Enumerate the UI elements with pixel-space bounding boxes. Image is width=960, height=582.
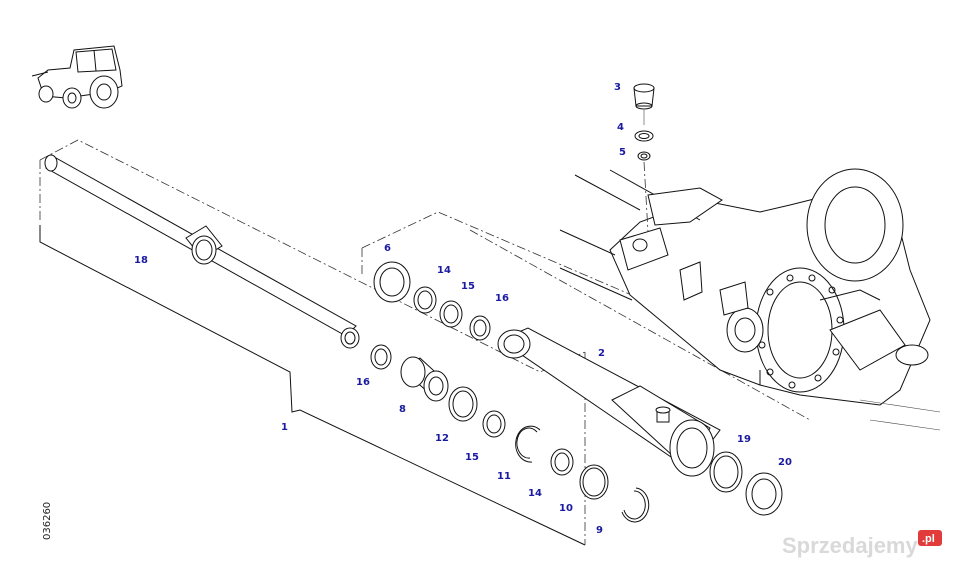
callout-16-lower: 16 (356, 377, 370, 388)
callout-19: 19 (737, 434, 751, 445)
grease-fitting (633, 83, 655, 125)
tractor-thumbnail-icon (31, 45, 123, 109)
seal-20 (745, 472, 783, 516)
callout-9: 9 (596, 525, 603, 536)
ring-15-upper (439, 300, 463, 328)
axle-housing (559, 168, 941, 431)
callout-4: 4 (617, 122, 624, 133)
ring-12 (448, 386, 478, 422)
callout-5: 5 (619, 147, 626, 158)
callout-1: 1 (281, 422, 288, 433)
callout-15-upper: 15 (461, 281, 475, 292)
callout-18: 18 (134, 255, 148, 266)
ring-14-upper (413, 286, 437, 314)
piston-8 (400, 356, 449, 402)
callout-6: 6 (384, 243, 391, 254)
callout-8: 8 (399, 404, 406, 415)
ring-16-upper (469, 315, 491, 341)
watermark-badge-text: .pl (922, 533, 935, 545)
cylinder-group-outline (361, 211, 811, 421)
callout-12: 12 (435, 433, 449, 444)
seal-6 (373, 261, 411, 303)
callout-3: 3 (614, 82, 621, 93)
piston-rod (44, 154, 360, 349)
snap-ring-11 (515, 425, 541, 463)
callout-2: 2 (598, 348, 605, 359)
o-ring-5 (637, 151, 651, 161)
watermark-brand: Sprzedajemy (782, 533, 918, 558)
ring-15-lower (482, 410, 506, 438)
flange-bolts (758, 274, 844, 389)
callout-16-upper: 16 (495, 293, 509, 304)
callout-labels: 1 2 3 4 5 6 8 9 10 11 12 14 14 15 15 16 … (134, 82, 792, 536)
document-number: 036260 (42, 502, 53, 540)
ring-14-lower (550, 448, 574, 476)
callout-14-lower: 14 (528, 488, 542, 499)
o-ring-4 (634, 130, 654, 142)
callout-10: 10 (559, 503, 573, 514)
callout-11: 11 (497, 471, 511, 482)
cylinder-barrel (497, 327, 721, 477)
callout-15-lower: 15 (465, 452, 479, 463)
watermark-badge (918, 530, 942, 546)
ring-19 (709, 451, 743, 493)
snap-ring-9 (621, 487, 650, 523)
ring-10 (579, 464, 609, 500)
watermark: Sprzedajemy .pl (782, 530, 942, 558)
callout-20: 20 (778, 457, 792, 468)
fitting-leader-line (643, 161, 649, 233)
callout-14-upper: 14 (437, 265, 451, 276)
ring-16-lower (370, 344, 392, 370)
